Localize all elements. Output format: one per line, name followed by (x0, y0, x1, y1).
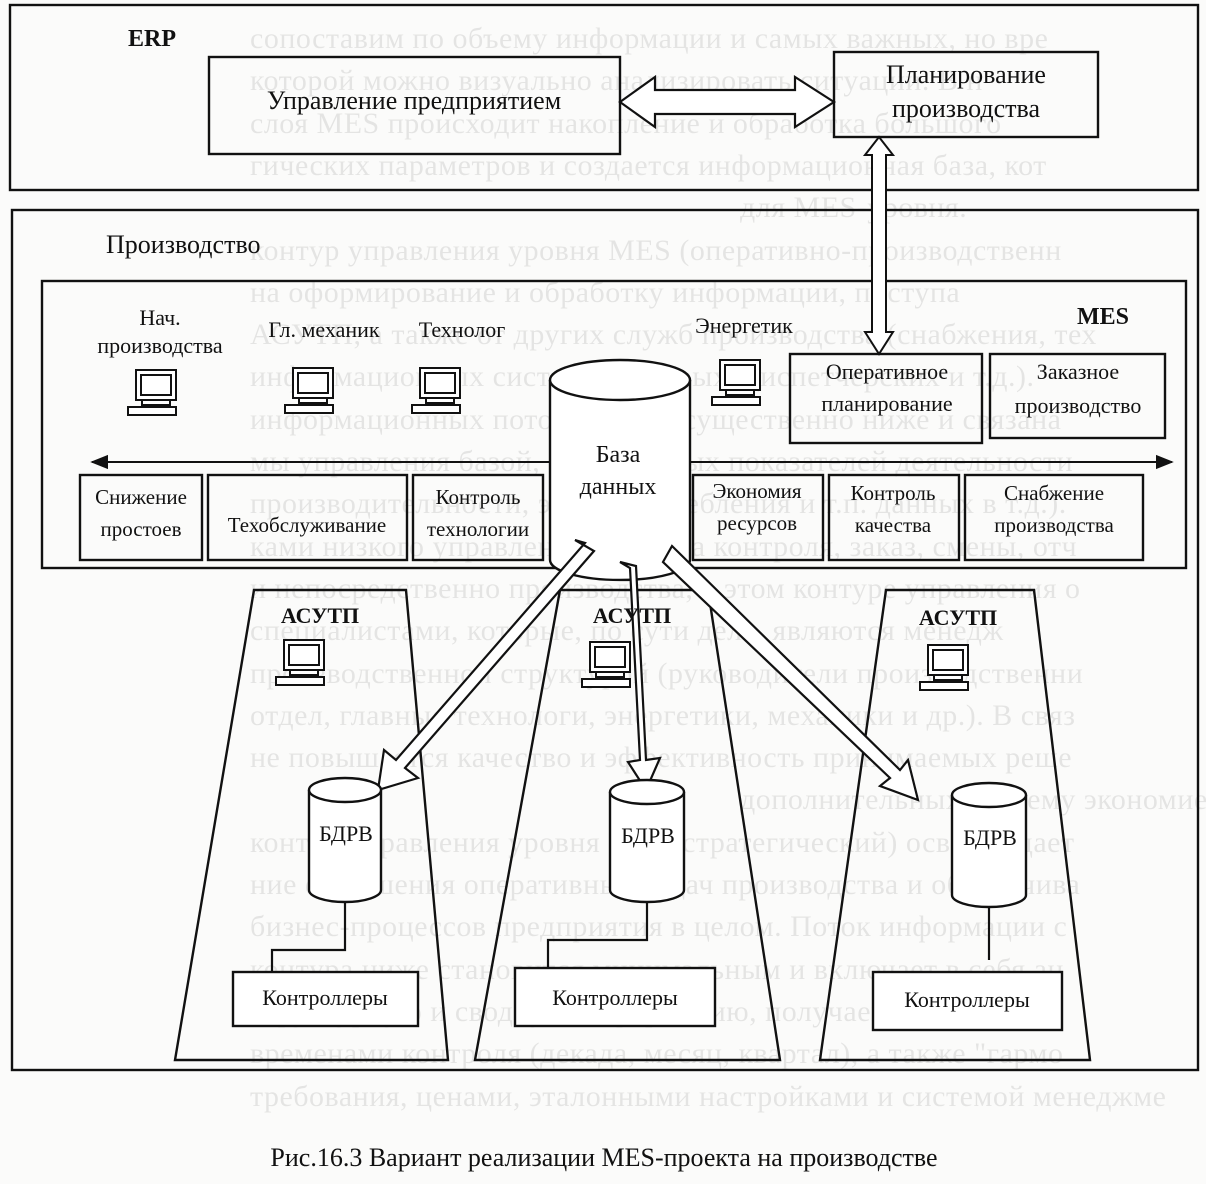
bdrv-3-cylinder (950, 781, 1028, 909)
workstation-technologist-label: Технолог (418, 317, 506, 342)
erp-tag: ERP (128, 26, 176, 52)
ghost-line: АСУТП, а также от других служб производс… (250, 318, 1097, 352)
workstation-head-line2: производства (97, 333, 223, 358)
supply-box (963, 473, 1145, 562)
ghost-line: которой можно визуально анализировать си… (250, 64, 983, 98)
bdrv-1-label: БДРВ (319, 821, 373, 846)
ghost-line: бизнес-процессов предприятия в целом. По… (250, 910, 1068, 944)
maintenance-label: Техобслуживание (227, 513, 387, 537)
database-label-line1: База (595, 442, 641, 468)
custom-production-box (988, 352, 1167, 440)
db-to-bdrv2-arrow (619, 560, 662, 793)
bdrv2-to-controllers (546, 902, 649, 972)
bdrv-2-cylinder (608, 778, 686, 904)
database-label-line2: данных (579, 474, 657, 500)
ghost-line: требования, ценами, эталонными настройка… (250, 1079, 1167, 1113)
maintenance-box (206, 473, 409, 562)
bdrv1-to-controllers (270, 902, 347, 975)
planning-label-line1: Планирование (886, 60, 1046, 89)
planning-vertical-arrow (862, 135, 896, 356)
figure-caption: Рис.16.3 Вариант реализации MES-проекта … (270, 1143, 938, 1172)
production-planning-box (832, 50, 1100, 139)
techcontrol-label-line1: Контроль (435, 485, 521, 509)
resources-label-line2: ресурсов (716, 511, 798, 535)
ghost-line: слоя МЕS происходит накопление и обработ… (250, 106, 1002, 140)
workstation-mechanic-computer-icon (284, 367, 334, 414)
workstation-technologist-computer-icon (411, 367, 461, 414)
workstation-head-line1: Нач. (139, 305, 181, 330)
ghost-line: сопоставим по объему информации и самых … (250, 22, 1049, 55)
controllers-3-box (871, 970, 1064, 1032)
operative-label-line1: Оперативное (825, 359, 949, 384)
workstation-energy-computer-icon (711, 359, 761, 406)
technology-control-box (411, 473, 545, 562)
mes-tag: MES (1077, 304, 1130, 330)
bdrv-3-label: БДРВ (963, 825, 1017, 850)
db-to-bdrv3-arrow (661, 544, 920, 802)
asutp-1-title: АСУТП (280, 603, 360, 628)
controllers-1-box (231, 970, 420, 1028)
custom-label-line2: производство (1014, 393, 1142, 418)
controllers-2-box (513, 966, 717, 1028)
workstation-energy-label: Энергетик (695, 313, 793, 338)
downtime-label-line1: Снижение (95, 485, 187, 509)
enterprise-management-label: Управление предприятием (266, 86, 562, 115)
resources-label-line1: Экономия (712, 479, 802, 503)
ghost-line: и непосредственно производства, в этом к… (250, 571, 1081, 605)
workstation-head-computer-icon (127, 369, 177, 416)
ghost-line: временами контроля (декада, месяц, кварт… (250, 1037, 1064, 1071)
operative-planning-box (788, 352, 984, 445)
ghost-line: отдел, главные технологи, энергетики, ме… (250, 698, 1076, 732)
db-to-bdrv1-arrow (376, 538, 596, 792)
supply-label-line1: Снабжение (1003, 481, 1105, 505)
asutp-2-computer-icon (581, 641, 631, 688)
ghost-line: для MES-уровня. (740, 191, 968, 225)
planning-label-line2: производства (891, 94, 1041, 123)
downtime-box (78, 473, 204, 562)
quality-label-line1: Контроль (850, 481, 936, 505)
supply-label-line2: производства (994, 513, 1114, 537)
quality-label-line2: качества (854, 513, 932, 537)
asutp-3-title: АСУТП (918, 605, 998, 630)
asutp-1-computer-icon (275, 639, 325, 686)
enterprise-management-box (207, 55, 622, 156)
controllers-2-label: Контроллеры (552, 985, 678, 1010)
erp-frame (8, 3, 1200, 192)
quality-control-box (827, 473, 961, 562)
asutp-3-trapezoid (818, 588, 1092, 1062)
workstation-mechanic-label: Гл. механик (268, 317, 380, 342)
asutp-2-trapezoid (473, 588, 782, 1062)
custom-label-line1: Заказное (1036, 359, 1120, 384)
bdrv-2-label: БДРВ (621, 823, 675, 848)
techcontrol-label-line2: технологии (426, 517, 530, 541)
resources-box (691, 473, 825, 562)
bdrv-1-cylinder (307, 776, 383, 904)
production-frame (10, 208, 1200, 1072)
operative-label-line2: планирование (821, 391, 953, 416)
database-cylinder (548, 358, 692, 582)
asutp-3-computer-icon (919, 644, 969, 691)
production-title: Производство (106, 230, 261, 259)
asutp-2-title: АСУТП (592, 603, 672, 628)
downtime-label-line2: простоев (100, 517, 182, 541)
asutp-1-trapezoid (173, 588, 450, 1062)
erp-double-arrow (618, 74, 837, 130)
controllers-1-label: Контроллеры (262, 985, 388, 1010)
ghost-line: контур управления уровня МЕS (оперативно… (250, 233, 1062, 267)
controllers-3-label: Контроллеры (904, 987, 1030, 1012)
